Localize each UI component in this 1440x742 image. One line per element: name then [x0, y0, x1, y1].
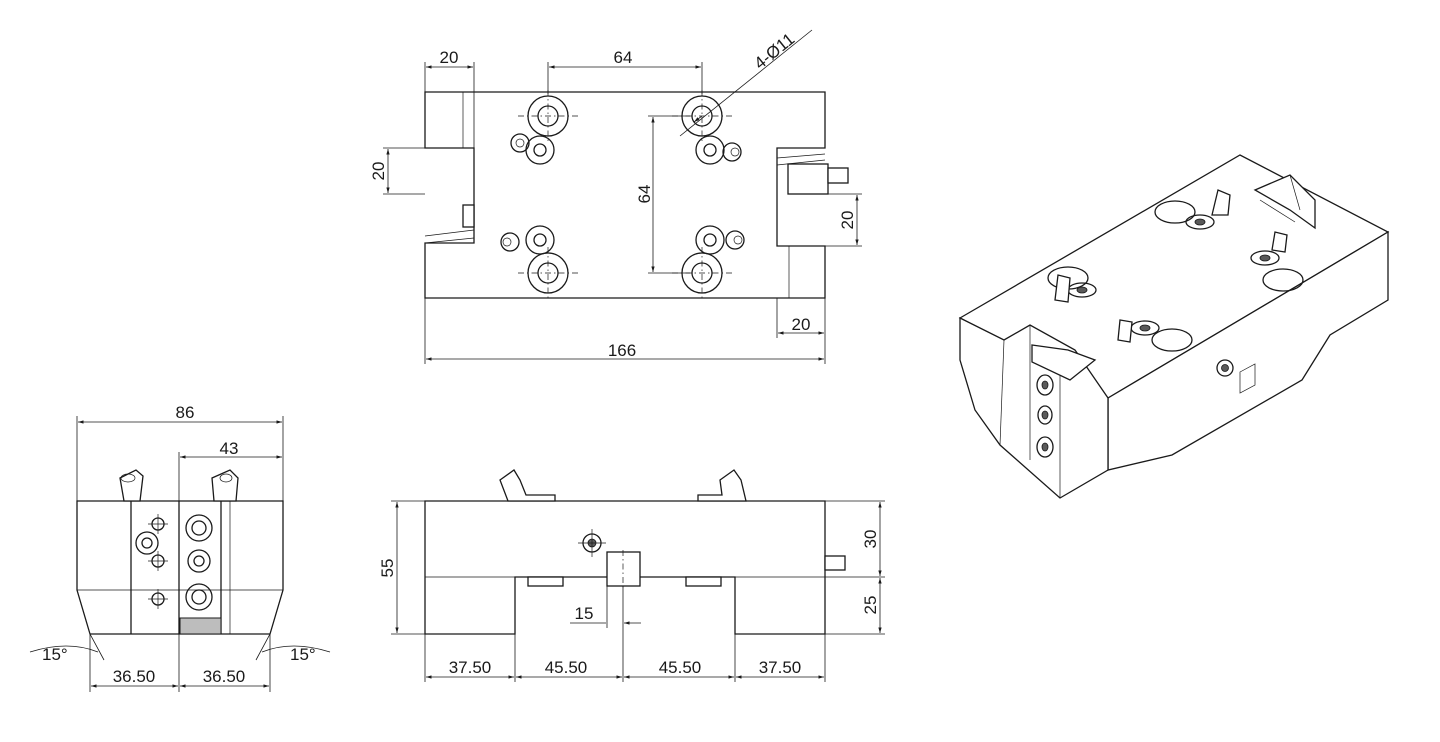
side-clamp-2 [211, 469, 239, 502]
dim-text: 20 [440, 48, 459, 67]
dimension-front-lower-height: 25 [825, 578, 885, 635]
iso-end-screw-3 [1036, 436, 1054, 458]
side-screw-b [187, 549, 211, 573]
front-center-block [606, 551, 641, 587]
dim-text: 30 [861, 530, 880, 549]
front-clamp-2 [697, 469, 747, 502]
dimension-right-slot-height: 20 [825, 193, 862, 247]
front-view: 55 30 25 15 37.50 45.50 45 [378, 469, 885, 682]
side-hole-3 [148, 589, 168, 609]
dim-text: 43 [220, 439, 239, 458]
front-slot-left [527, 576, 564, 587]
dimension-angle-left: 15° [29, 633, 105, 664]
dim-text: 86 [176, 403, 195, 422]
iso-clamp-3 [1054, 274, 1097, 303]
iso-top-hole-1 [1154, 200, 1196, 224]
top-view-outline [424, 91, 826, 299]
dim-text: 55 [378, 559, 397, 578]
mount-hole-tl [518, 90, 578, 142]
top-view: 20 64 4-Ø11 20 64 20 [369, 29, 862, 364]
dimension-hole-spacing-x: 64 [547, 48, 703, 94]
dim-text: 37.50 [449, 658, 492, 677]
dim-text: 20 [838, 211, 857, 230]
dim-text: 37.50 [759, 658, 802, 677]
side-view: 86 43 15° 15° 36.50 36.50 [29, 403, 331, 692]
clamp-screw-2 [695, 135, 742, 165]
clamp-screw-1 [510, 133, 555, 165]
dimension-front-offset: 15 [570, 586, 641, 628]
front-hole [578, 529, 606, 557]
side-view-outline [76, 500, 284, 635]
dim-text: 20 [369, 162, 388, 181]
front-clamp-1 [499, 469, 556, 502]
dimension-left-slot-height: 20 [369, 147, 474, 195]
clamp-screw-4 [695, 225, 745, 255]
dim-text: 64 [614, 48, 633, 67]
dimension-front-bottom: 37.50 45.50 45.50 37.50 [424, 586, 826, 682]
iso-top-hole-2 [1262, 268, 1304, 292]
iso-clamp-4 [1117, 319, 1160, 343]
front-slot-right [685, 576, 722, 587]
dimension-overall-length: 166 [424, 298, 826, 364]
dim-text: 64 [635, 185, 654, 204]
left-key [462, 204, 475, 228]
dim-text: 166 [608, 341, 636, 360]
dim-text: 36.50 [203, 667, 246, 686]
mount-hole-bl [518, 247, 578, 299]
iso-clamp-2 [1250, 231, 1288, 266]
dimension-side-half-width: 43 [178, 439, 282, 501]
side-hole-1 [148, 514, 168, 534]
dimension-angle-right: 15° [255, 633, 331, 664]
dim-text: 15° [42, 645, 68, 664]
iso-top-hole-4 [1151, 328, 1193, 352]
dim-text: 45.50 [659, 658, 702, 677]
dim-text: 20 [792, 315, 811, 334]
right-key-block [787, 163, 829, 195]
side-clamp-1 [119, 469, 144, 502]
dimension-hole-spacing-y: 64 [635, 115, 690, 274]
dimension-side-overall-width: 86 [76, 403, 284, 501]
iso-end-screw-1 [1036, 374, 1054, 396]
dim-text: 36.50 [113, 667, 156, 686]
dimension-front-upper-height: 30 [825, 500, 885, 578]
iso-clamp-1 [1185, 189, 1231, 230]
clamp-screw-3 [500, 225, 555, 255]
dim-text: 15 [575, 604, 594, 623]
side-screw-a [185, 514, 213, 542]
iso-front-hole [1216, 359, 1234, 377]
side-hole-2 [148, 551, 168, 571]
dimension-right-slot-width: 20 [776, 298, 824, 338]
dimension-side-bottom: 36.50 36.50 [89, 634, 271, 692]
right-pin [827, 167, 849, 184]
dim-text: 45.50 [545, 658, 588, 677]
dim-text: 25 [861, 596, 880, 615]
dimension-left-slot-width: 20 [424, 48, 475, 148]
iso-front-face [1107, 230, 1389, 471]
iso-end-screw-2 [1037, 405, 1053, 425]
side-screw-d [135, 531, 159, 555]
dimension-front-overall-height: 55 [378, 500, 425, 635]
dim-text: 4-Ø11 [751, 29, 799, 73]
side-screw-c [185, 583, 213, 611]
front-pin [824, 555, 846, 571]
dim-text: 15° [290, 645, 316, 664]
isometric-view [958, 154, 1390, 499]
dimension-hole-callout: 4-Ø11 [679, 29, 813, 137]
